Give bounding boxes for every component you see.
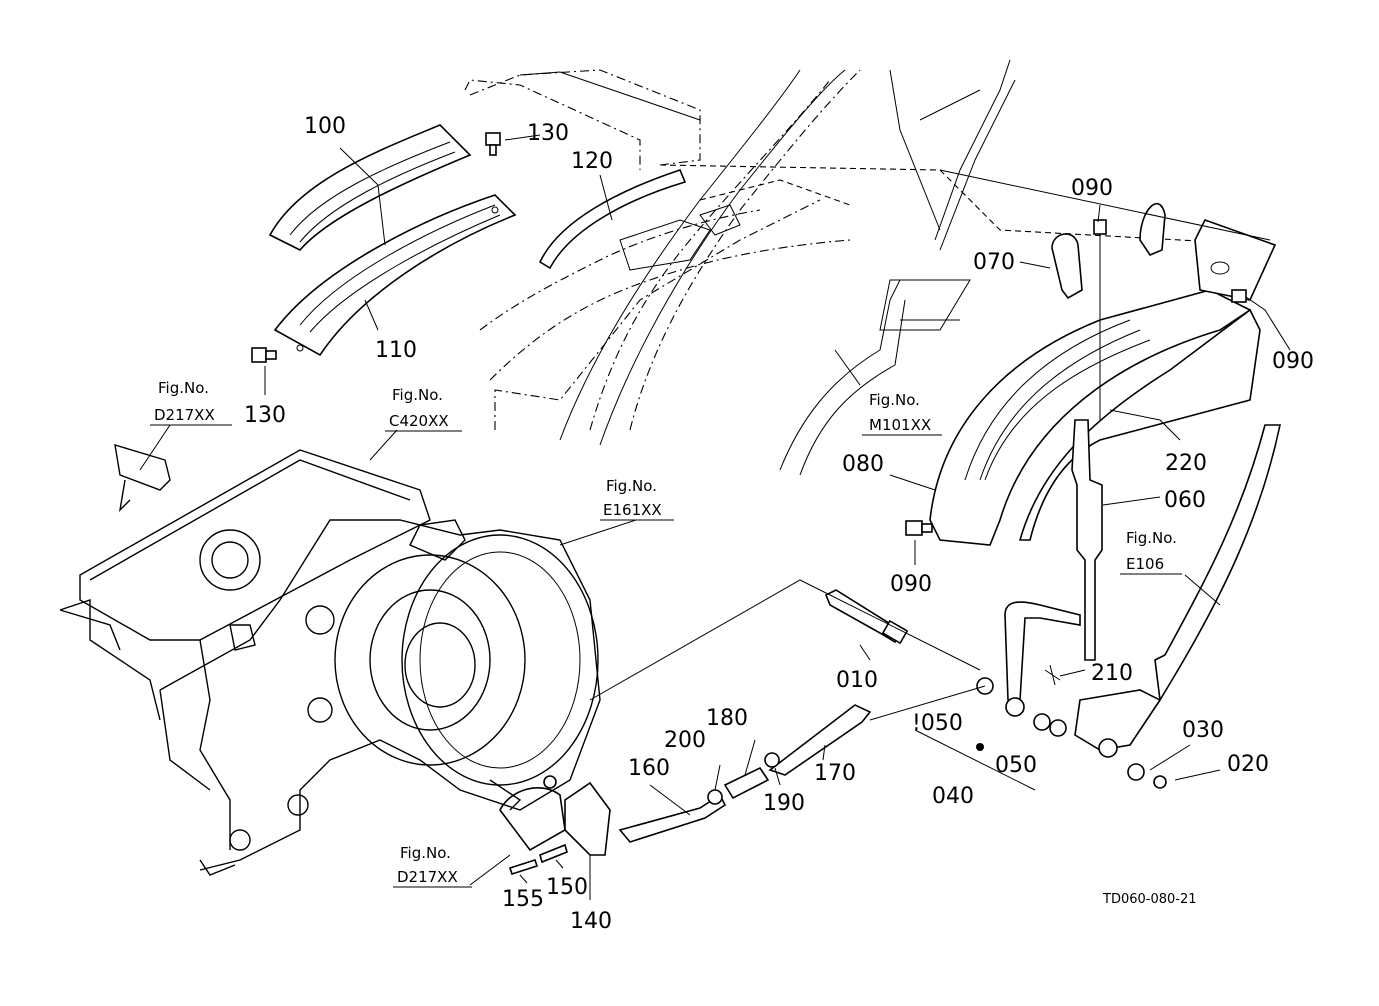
shift-plate-100 (268, 124, 472, 251)
fig-ref-e161xx: Fig.No. E161XX (600, 477, 674, 521)
bolt-090-right (1231, 289, 1247, 303)
svg-text:E161XX: E161XX (603, 501, 662, 519)
pin-210 (1044, 664, 1061, 686)
svg-text:M101XX: M101XX (869, 416, 931, 434)
part-label-050: 050 (995, 753, 1037, 778)
part-label-010: 010 (836, 668, 878, 693)
bolt-130-lower (251, 347, 277, 363)
fig-ref-d217xx-lower: Fig.No. D217XX (393, 844, 472, 888)
bolt-130-upper (485, 132, 501, 156)
svg-text:D217XX: D217XX (397, 868, 458, 886)
part-label-100: 100 (304, 114, 346, 139)
pin-150 (539, 843, 568, 864)
part-label-040: 040 (932, 784, 974, 809)
nut-190 (764, 752, 780, 768)
part-label-130-lower: 130 (244, 403, 286, 428)
svg-text:E106: E106 (1126, 555, 1164, 573)
tractor-frame-phantom (464, 59, 1271, 476)
lever-plate-080 (929, 289, 1252, 546)
part-label-140: 140 (570, 909, 612, 934)
lever-rod-060 (1071, 419, 1103, 661)
knob-right (1139, 202, 1166, 256)
lever-arm-040 (976, 601, 1081, 751)
part-label-130-upper: 130 (527, 121, 569, 146)
part-label-030: 030 (1182, 718, 1224, 743)
part-label-160: 160 (628, 756, 670, 781)
part-label-020: 020 (1227, 752, 1269, 777)
svg-text:Fig.No.: Fig.No. (606, 477, 657, 495)
part-labels: 100 130 120 110 130 090 070 090 220 080 … (244, 114, 1314, 934)
bolt-090-lower (905, 520, 933, 536)
part-label-150: 150 (546, 875, 588, 900)
part-label-210: 210 (1091, 661, 1133, 686)
part-label-070: 070 (973, 250, 1015, 275)
svg-text:D217XX: D217XX (154, 406, 215, 424)
part-label-110: 110 (375, 338, 417, 363)
part-label-090-right: 090 (1272, 349, 1314, 374)
part-label-120: 120 (571, 149, 613, 174)
figure-refs: Fig.No. D217XX Fig.No. C420XX Fig.No. E1… (150, 379, 1182, 888)
fig-ref-d217xx-upper: Fig.No. D217XX (150, 379, 232, 426)
part-label-050-bracket: !050 (912, 711, 963, 736)
part-label-190: 190 (763, 791, 805, 816)
pin-155 (508, 858, 539, 876)
part-label-180: 180 (706, 706, 748, 731)
part-label-220: 220 (1165, 451, 1207, 476)
part-label-060: 060 (1164, 488, 1206, 513)
rod-160 (618, 793, 727, 843)
part-label-090-lower: 090 (890, 572, 932, 597)
svg-text:Fig.No.: Fig.No. (158, 379, 209, 397)
drawing-code: TD060-080-21 (1102, 892, 1197, 907)
part-label-090-top: 090 (1071, 176, 1113, 201)
part-label-155: 155 (502, 887, 544, 912)
svg-text:Fig.No.: Fig.No. (869, 391, 920, 409)
cover-220 (1018, 308, 1261, 541)
bracket-140 (499, 781, 611, 856)
bracket-lower (1074, 689, 1167, 789)
part-label-200: 200 (664, 728, 706, 753)
fig-ref-m101xx: Fig.No. M101XX (862, 391, 942, 436)
part-label-170: 170 (814, 761, 856, 786)
bracket-top (1194, 219, 1277, 301)
shift-plate-110 (273, 194, 517, 357)
guide-120 (538, 169, 687, 270)
svg-text:Fig.No.: Fig.No. (392, 386, 443, 404)
rod-170 (768, 704, 872, 776)
link-e106 (1154, 424, 1281, 703)
bolt-090-top (1093, 219, 1107, 235)
transmission-case (59, 444, 601, 876)
turnbuckle-180 (723, 766, 770, 800)
svg-text:C420XX: C420XX (389, 412, 449, 430)
fig-ref-e106: Fig.No. E106 (1120, 529, 1182, 575)
svg-text:Fig.No.: Fig.No. (400, 844, 451, 862)
rod-010 (824, 589, 909, 645)
part-label-080: 080 (842, 452, 884, 477)
nut-200 (707, 789, 723, 805)
fig-ref-c420xx: Fig.No. C420XX (385, 386, 462, 432)
leader-lines (139, 134, 1291, 900)
knob-070 (1051, 233, 1083, 300)
svg-text:Fig.No.: Fig.No. (1126, 529, 1177, 547)
